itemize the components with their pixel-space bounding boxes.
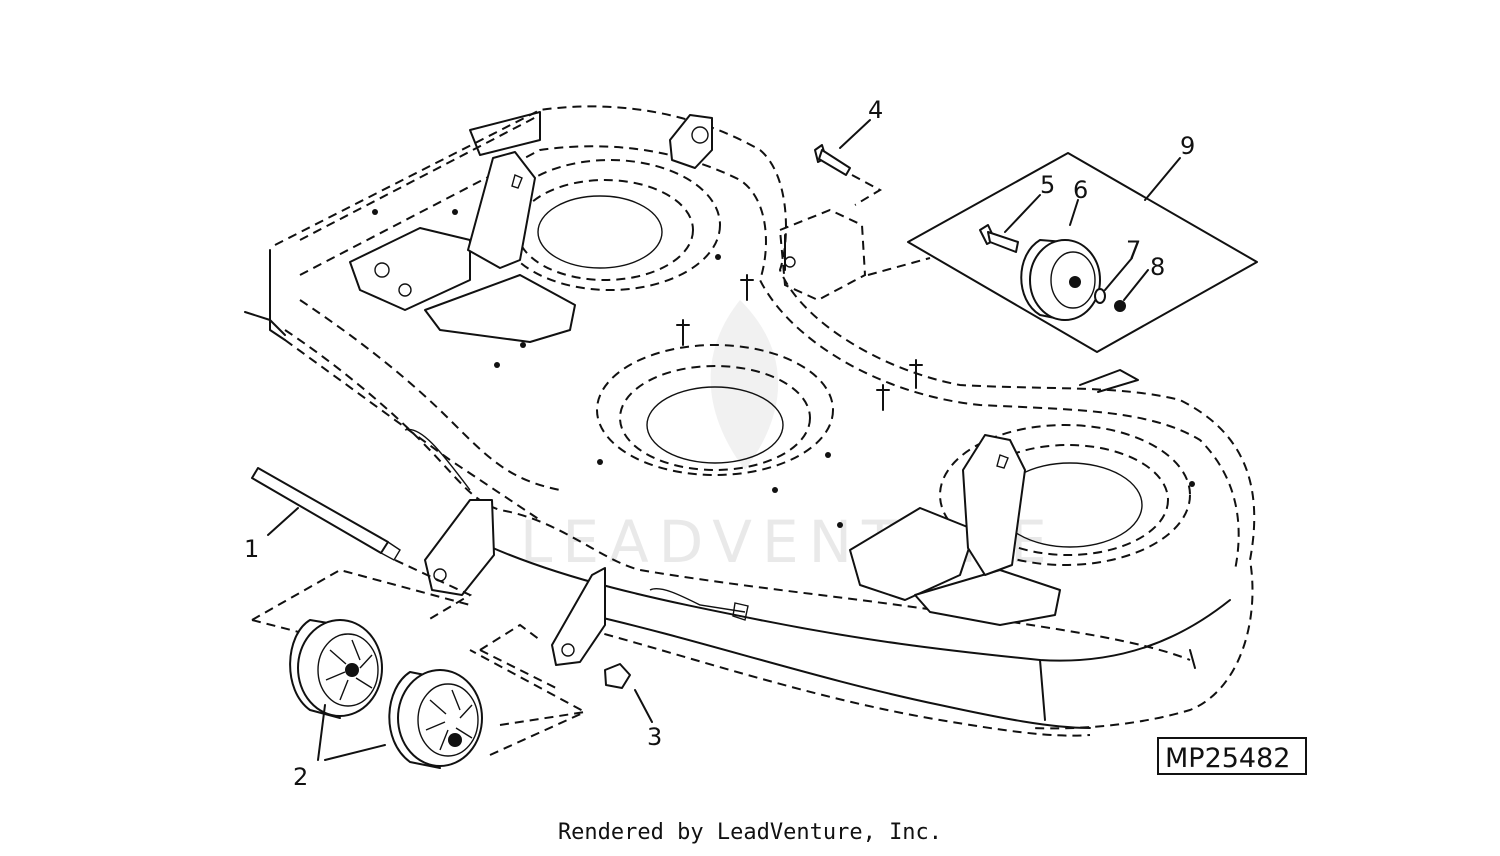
callout-6: 6: [1073, 176, 1088, 204]
callout-7: 7: [1126, 236, 1141, 264]
front-bracket-right: [551, 567, 606, 666]
part-7-washer: 7: [1094, 236, 1141, 304]
deck-studs: [372, 209, 1195, 528]
callout-5: 5: [1040, 171, 1055, 199]
reference-id: MP25482: [1165, 743, 1290, 774]
roller-1: [289, 619, 383, 719]
part-1-rod: 1: [244, 467, 473, 621]
center-spindle: [596, 344, 834, 476]
mower-deck: [244, 105, 1256, 737]
callout-3: 3: [647, 723, 662, 751]
deck-hook: [404, 428, 749, 621]
front-bracket-left: [424, 499, 495, 596]
left-bracket: [349, 151, 576, 343]
rear-hinge-bracket: [669, 114, 713, 169]
callout-4: 4: [868, 96, 883, 124]
footer-credit: Rendered by LeadVenture, Inc.: [557, 820, 943, 845]
part-2-rollers: 2: [251, 568, 589, 791]
reference-box: MP25482: [1157, 737, 1307, 775]
part-4-bolt: 4: [814, 96, 883, 206]
right-bracket: [849, 434, 1061, 626]
callout-8: 8: [1150, 253, 1165, 281]
callout-9: 9: [1180, 132, 1195, 160]
part-5-bolt: 5: [979, 171, 1055, 253]
part-3-nut: 3: [479, 623, 662, 751]
rear-wheel-mount: [778, 208, 867, 302]
callout-1: 1: [244, 535, 259, 563]
callout-2: 2: [293, 763, 308, 791]
left-spindle: [499, 159, 721, 291]
roller-2: [388, 669, 483, 769]
part-8-nut: 8: [1114, 253, 1165, 312]
part-6-wheel: 6: [1020, 176, 1101, 321]
part-9-kit: 9: [867, 132, 1258, 353]
